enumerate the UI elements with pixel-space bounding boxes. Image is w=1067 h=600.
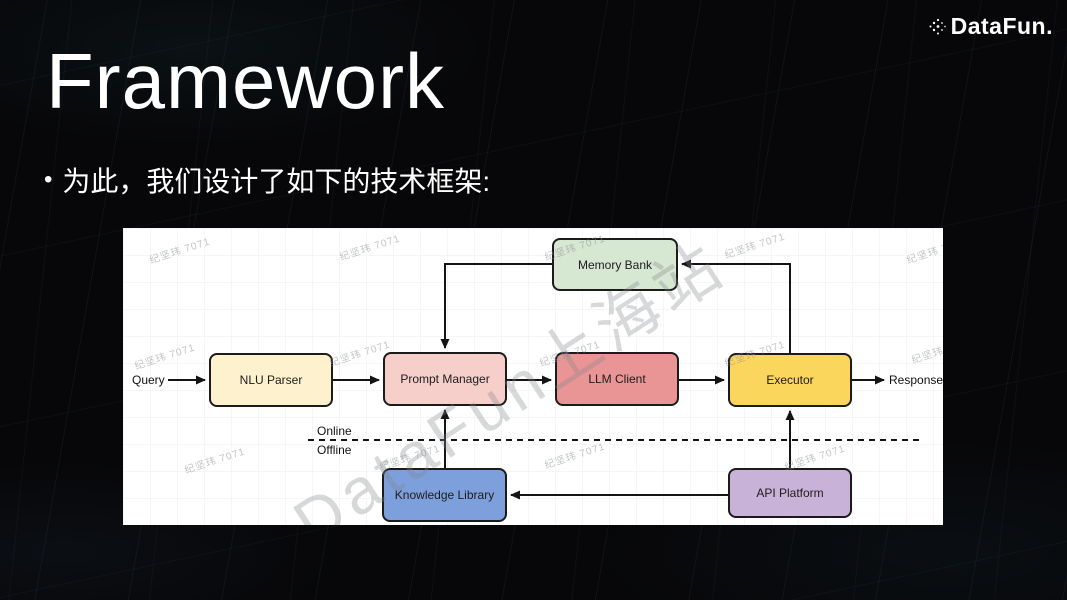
node-label: NLU Parser xyxy=(239,373,303,387)
diagram-node-llm-client: LLM Client xyxy=(555,352,679,406)
node-label: Memory Bank xyxy=(577,257,653,272)
bullet-line: • 为此，我们设计了如下的技术框架: xyxy=(44,160,490,200)
diagram-node-memory-bank: Memory Bank xyxy=(552,238,678,291)
bullet-marker: • xyxy=(44,166,53,193)
node-label: LLM Client xyxy=(588,372,646,386)
datafun-logo-dots-icon xyxy=(929,18,946,34)
node-label: API Platform xyxy=(756,486,824,500)
framework-diagram-panel: Memory Bank NLU Parser Prompt Manager LL… xyxy=(123,228,943,525)
flow-arrows xyxy=(168,259,920,500)
diagram-node-executor: Executor xyxy=(728,353,852,407)
diagram-node-nlu-parser: NLU Parser xyxy=(209,353,333,407)
arrow-memory-bank-to-prompt-manager xyxy=(440,263,552,349)
online-label: Online xyxy=(317,424,352,438)
response-label: Response xyxy=(889,373,943,387)
node-label: Prompt Manager xyxy=(400,372,490,386)
diagram-node-api-platform: API Platform xyxy=(728,468,852,518)
arrow-executor-to-memory-bank xyxy=(681,259,791,353)
page-title: Framework xyxy=(46,37,446,125)
datafun-logo: DataFun. xyxy=(928,13,1053,40)
node-label: Executor xyxy=(766,373,814,387)
query-label: Query xyxy=(132,373,165,387)
offline-label: Offline xyxy=(317,443,352,457)
diagram-node-prompt-manager: Prompt Manager xyxy=(383,352,507,406)
datafun-logo-text: DataFun. xyxy=(950,13,1053,39)
node-label: Knowledge Library xyxy=(394,488,495,502)
bullet-text: 为此，我们设计了如下的技术框架: xyxy=(62,166,491,197)
diagram-node-knowledge-library: Knowledge Library xyxy=(382,468,507,522)
